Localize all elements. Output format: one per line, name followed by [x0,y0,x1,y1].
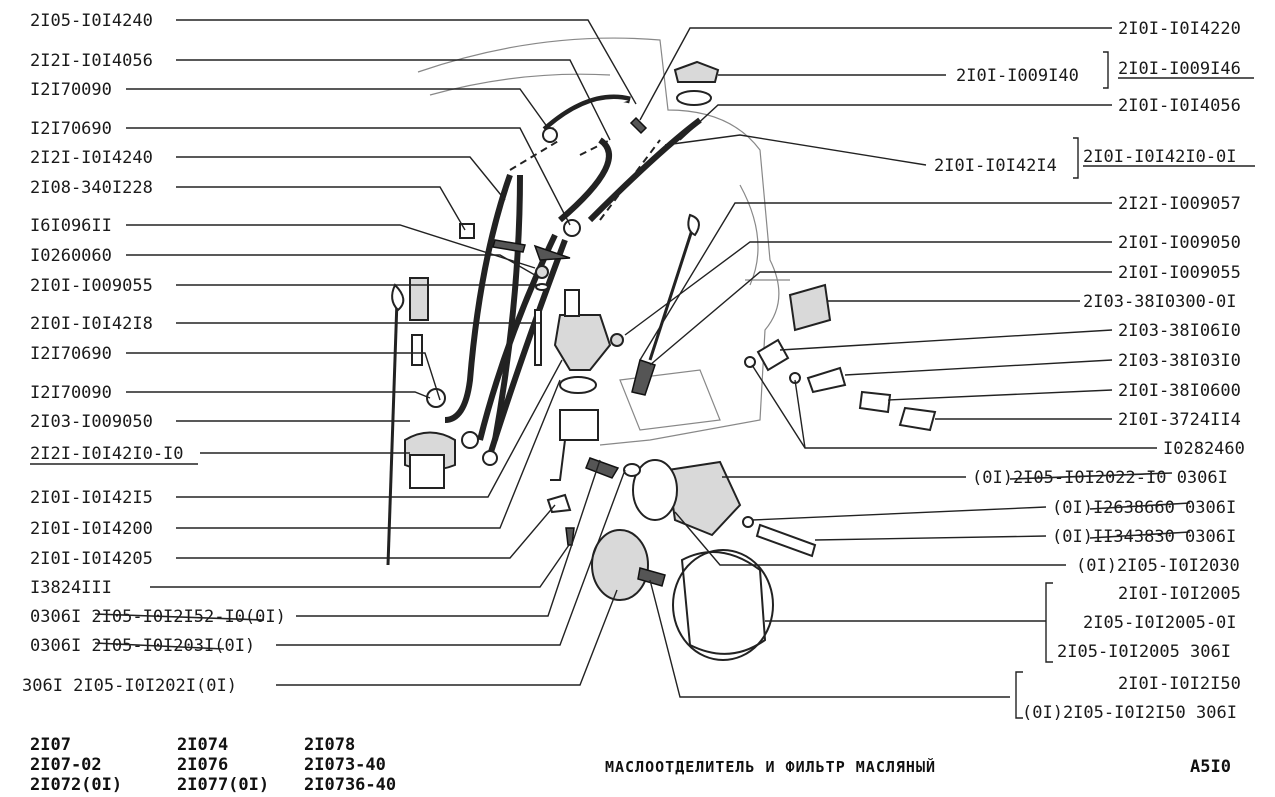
callout-2101-1014056: 2I0I-I0I4056 [1118,96,1241,116]
oil-pressure-sender-part [788,283,832,332]
callout-2101-1014205: 2I0I-I0I4205 [30,549,153,569]
callout-13824111: I3824III [30,578,112,598]
leader-lines [126,19,1157,719]
diagram-title: МАСЛООТДЕЛИТЕЛЬ И ФИЛЬТР МАСЛЯНЫЙ [605,757,936,776]
model-21073-40: 2I073-40 [304,755,386,775]
callout-2103-1009050: 2I03-I009050 [30,412,153,432]
right-callouts: 2I0I-I0I4220 2I0I-I009I40 2I0I-I009I46 2… [934,19,1255,723]
callout-2101-1009055-a: 2I0I-I009055 [30,276,153,296]
callout-2103-3810610: 2I03-38I06I0 [1118,321,1241,341]
cap-gasket-part [676,90,712,106]
callout-2101-1009146: 2I0I-I009I46 [1118,59,1241,79]
separator-body-part [553,314,612,371]
callout-2121-1014210-10: 2I2I-I0I42I0-I0 [30,444,184,464]
callout-16109611: I6I096II [30,216,112,236]
model-2107-02: 2I07-02 [30,755,102,775]
page-code: А5I0 [1190,757,1231,777]
callout-2101-1014210-01: 2I0I-I0I42I0-0I [1083,147,1237,167]
model-21078: 2I078 [304,735,355,755]
filler-cap-part [673,60,720,83]
callout-2121-1014240: 2I2I-I0I4240 [30,148,153,168]
callout-2105-1012150-3061: (0I)2I05-I0I2I50 306I [1022,703,1237,723]
callout-2101-1014218: 2I0I-I0I42I8 [30,314,153,334]
oil-filter-part [680,551,767,655]
callout-2101-1014214: 2I0I-I0I42I4 [934,156,1057,176]
filter-base-part [591,529,649,601]
callout-12170690-b: I2I70690 [30,344,112,364]
callout-2105-1012005-01: 2I05-I0I2005-0I [1083,613,1237,633]
callout-2101-1014200: 2I0I-I0I4200 [30,519,153,539]
callout-2101-3810600: 2I0I-38I0600 [1118,381,1241,401]
model-21076: 2I076 [177,755,228,775]
callout-2101-1009055-b: 2I0I-I009055 [1118,263,1241,283]
callout-2105-1012021: 306I 2I05-I0I202I(0I) [22,676,237,696]
callout-10282460: I0282460 [1163,439,1245,459]
callout-2105-1014240: 2I05-I0I4240 [30,11,153,31]
callout-2121-1014056: 2I2I-I0I4056 [30,51,153,71]
callout-2103-3810300-01: 2I03-38I0300-0I [1083,292,1237,312]
callout-2105-1012022-10: (0I)2I05-I0I2022-I0 0306I [972,468,1228,488]
footer: 2I07 2I07-02 2I072(0I) 2I074 2I076 2I077… [30,735,1231,795]
model-2107: 2I07 [30,735,71,755]
callout-2101-1014215: 2I0I-I0I42I5 [30,488,153,508]
callout-12638660: (0I)I2638660 0306I [1052,498,1236,518]
filter-bracket-part [666,460,742,537]
part-sketches [386,60,937,661]
model-21074: 2I074 [177,735,228,755]
model-2107701: 2I077(0I) [177,775,269,795]
callout-2101-1014220: 2I0I-I0I4220 [1118,19,1241,39]
callout-2121-1009057: 2I2I-I009057 [1118,194,1241,214]
callout-10260060: I0260060 [30,246,112,266]
callout-2101-1012150: 2I0I-I0I2I50 [1118,674,1241,694]
model-2107201: 2I072(0I) [30,775,122,795]
callout-12170690-a: I2I70690 [30,119,112,139]
callout-2101-1009140: 2I0I-I009I40 [956,66,1079,86]
callout-11343830: (0I)II343830 0306I [1052,527,1236,547]
callout-2105-1012005-3061: 2I05-I0I2005 306I [1057,642,1231,662]
callout-2101-3724114: 2I0I-3724II4 [1118,410,1241,430]
callout-2105-1012030: (0I)2I05-I0I2030 [1076,556,1240,576]
callout-2108-3401228: 2I08-340I228 [30,178,153,198]
callout-12170090-b: I2I70090 [30,383,112,403]
callout-2101-1009050: 2I0I-I009050 [1118,233,1241,253]
callout-2101-1012005: 2I0I-I0I2005 [1118,584,1241,604]
left-callouts: 2I05-I0I4240 2I2I-I0I4056 I2I70090 I2I70… [22,11,286,696]
callout-2103-3810310: 2I03-38I03I0 [1118,351,1241,371]
callout-12170090-a: I2I70090 [30,80,112,100]
model-210736-40: 2I0736-40 [304,775,396,795]
